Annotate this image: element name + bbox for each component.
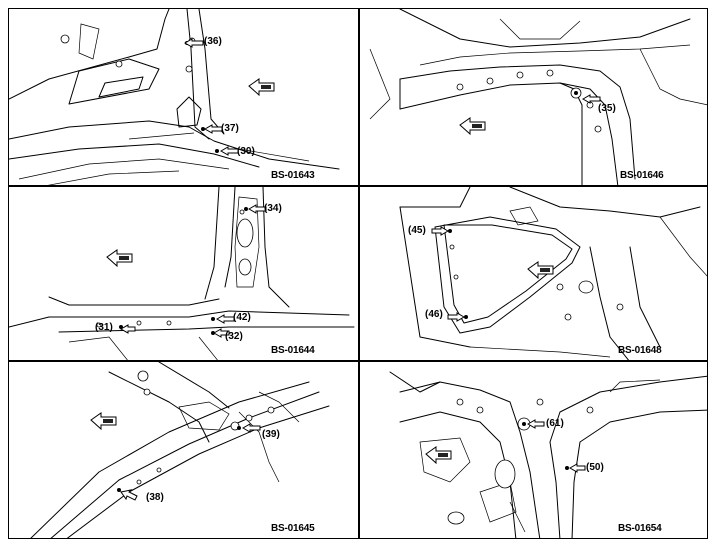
callout-37: (37) — [221, 123, 239, 134]
panel-bs-01654: (61) (50) BS-01654 — [359, 361, 708, 539]
arrow-icon — [248, 78, 275, 97]
panel-bs-01643: (36) (37) (30) BS-01643 — [8, 8, 359, 186]
panel-bs-01645: (39) (38) BS-01645 — [8, 361, 359, 539]
panel-bs-01646: (35) BS-01646 — [359, 8, 708, 186]
callout-30: (30) — [237, 146, 255, 157]
figure-code: BS-01643 — [271, 170, 315, 181]
callout-32: (32) — [225, 331, 243, 342]
callout-34: (34) — [264, 203, 282, 214]
arrow-icon — [106, 249, 133, 268]
callout-61: (61) — [546, 418, 564, 429]
body-drawing-2 — [369, 9, 707, 185]
callout-31: (31) — [95, 322, 113, 333]
callout-42: (42) — [233, 312, 251, 323]
callout-46: (46) — [425, 309, 443, 320]
figure-code: BS-01644 — [271, 345, 315, 356]
callout-50: (50) — [586, 462, 604, 473]
body-drawing-4 — [399, 187, 707, 360]
arrow-icon — [527, 261, 554, 280]
arrow-icon — [459, 117, 486, 136]
figure-code: BS-01646 — [620, 170, 664, 181]
callout-36: (36) — [204, 36, 222, 47]
body-drawing-5 — [30, 362, 330, 538]
body-drawing-3 — [9, 187, 355, 360]
figure-code: BS-01645 — [271, 523, 315, 534]
callout-38: (38) — [146, 492, 164, 503]
panel-bs-01648: (45) (46) BS-01648 — [359, 186, 708, 361]
arrow-icon — [90, 412, 117, 431]
callout-35: (35) — [598, 103, 616, 114]
figure-code: BS-01654 — [618, 523, 662, 534]
callout-45: (45) — [408, 225, 426, 236]
body-drawing-1 — [9, 9, 340, 185]
body-drawing-6 — [389, 371, 707, 538]
figure-code: BS-01648 — [618, 345, 662, 356]
arrow-icon — [425, 446, 452, 465]
panel-bs-01644: (34) (31) (42) (32) BS-01644 — [8, 186, 359, 361]
callout-39: (39) — [262, 429, 280, 440]
